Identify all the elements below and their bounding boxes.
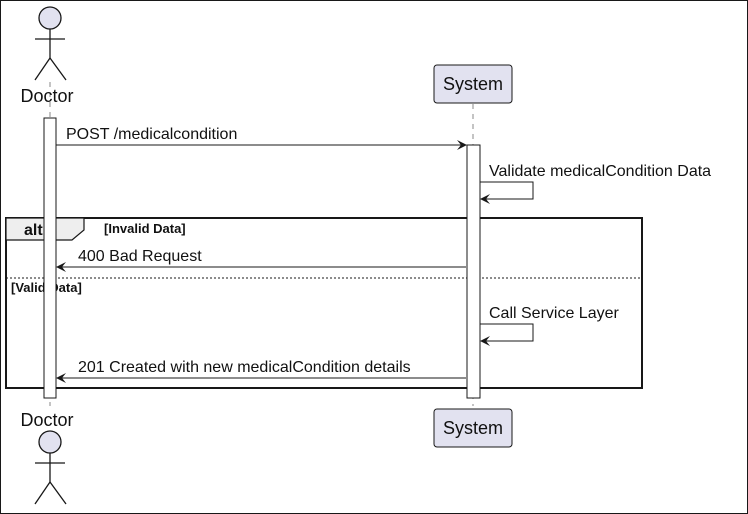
- message-label: Call Service Layer: [489, 305, 620, 322]
- alt-guard-invalid: [Invalid Data]: [104, 221, 186, 236]
- message-201-created: 201 Created with new medicalCondition de…: [56, 359, 466, 383]
- doctor-actor-top: Doctor: [20, 6, 74, 106]
- message-400-bad-request: 400 Bad Request: [56, 248, 466, 272]
- message-label: Validate medicalCondition Data: [489, 163, 711, 180]
- doctor-name-bottom: Doctor: [20, 410, 73, 430]
- system-name-top: System: [443, 74, 503, 94]
- alt-keyword: alt: [24, 222, 43, 239]
- message-label: 201 Created with new medicalCondition de…: [78, 359, 411, 376]
- message-post-medicalcondition: POST /medicalcondition: [56, 126, 467, 150]
- actor-head-icon: [38, 430, 62, 454]
- system-participant-top: System: [433, 64, 513, 104]
- message-call-service-layer: Call Service Layer: [480, 305, 620, 346]
- system-activation-bar: [466, 144, 481, 399]
- system-name-bottom: System: [443, 418, 503, 438]
- message-validate-data: Validate medicalCondition Data: [480, 163, 711, 204]
- participant-box: [433, 408, 513, 448]
- doctor-actor-bottom: Doctor: [20, 410, 74, 505]
- doctor-activation-bar: [43, 117, 57, 399]
- alt-frame: [5, 217, 643, 389]
- actor-head-icon: [38, 6, 62, 30]
- alt-fragment: alt [Invalid Data] [Valid Data]: [5, 217, 643, 389]
- self-message-arrow: [480, 323, 534, 346]
- doctor-name-top: Doctor: [20, 86, 73, 106]
- message-label: 400 Bad Request: [78, 248, 202, 265]
- message-label: POST /medicalcondition: [66, 126, 237, 143]
- system-participant-bottom: System: [433, 408, 513, 448]
- participant-box: [433, 64, 513, 104]
- self-message-arrow: [480, 181, 534, 204]
